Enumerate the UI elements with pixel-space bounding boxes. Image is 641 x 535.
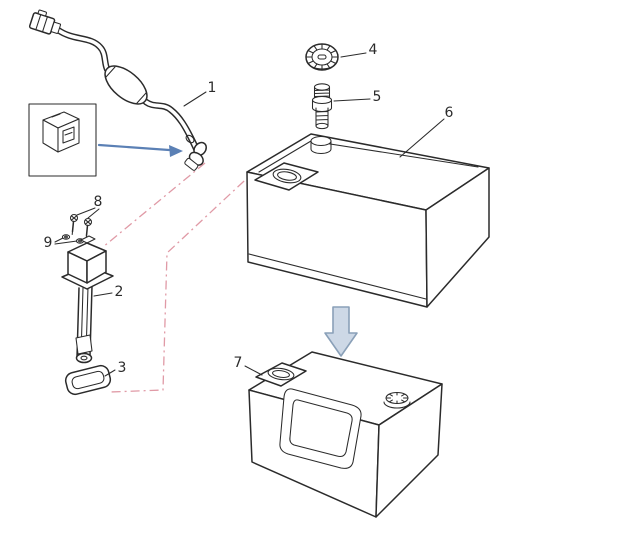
assembly-dash-lines <box>102 162 259 393</box>
washers <box>61 234 85 244</box>
filler-neck <box>310 135 332 155</box>
inset-pointer-arrow <box>97 143 183 157</box>
callout-9: 9 <box>43 235 53 251</box>
fuel-tank-lower <box>248 351 443 518</box>
handle-recess <box>279 388 362 469</box>
lower-tank-cap <box>383 391 411 409</box>
callout-3: 3 <box>117 360 127 376</box>
fuel-gauge-assembly <box>61 235 114 364</box>
primer-bulb <box>104 65 148 105</box>
float <box>75 334 93 355</box>
hose-clamp <box>185 134 195 144</box>
fuel-line-connector <box>184 141 207 171</box>
fuel-line-plug <box>28 9 62 35</box>
callout-leaders <box>54 52 445 377</box>
gauge-nub <box>80 235 96 244</box>
callout-5: 5 <box>372 89 382 105</box>
gauge-opening-plate <box>254 162 319 191</box>
connector-detail-inset <box>28 103 183 177</box>
callout-4: 4 <box>368 42 378 58</box>
callout-7: 7 <box>233 355 243 371</box>
callout-2: 2 <box>114 284 124 300</box>
fuel-cap <box>305 43 339 71</box>
fuel-line-assembly <box>28 9 207 171</box>
callout-1: 1 <box>207 80 217 96</box>
gasket <box>64 364 112 396</box>
callout-6: 6 <box>444 105 454 121</box>
inset-connector-drawing <box>42 111 80 153</box>
callout-8: 8 <box>93 194 103 210</box>
down-arrow <box>324 306 358 357</box>
gauge-opening-plate-lower <box>255 362 307 387</box>
filler-fitting <box>311 83 333 130</box>
fuel-tank-upper <box>246 133 490 308</box>
